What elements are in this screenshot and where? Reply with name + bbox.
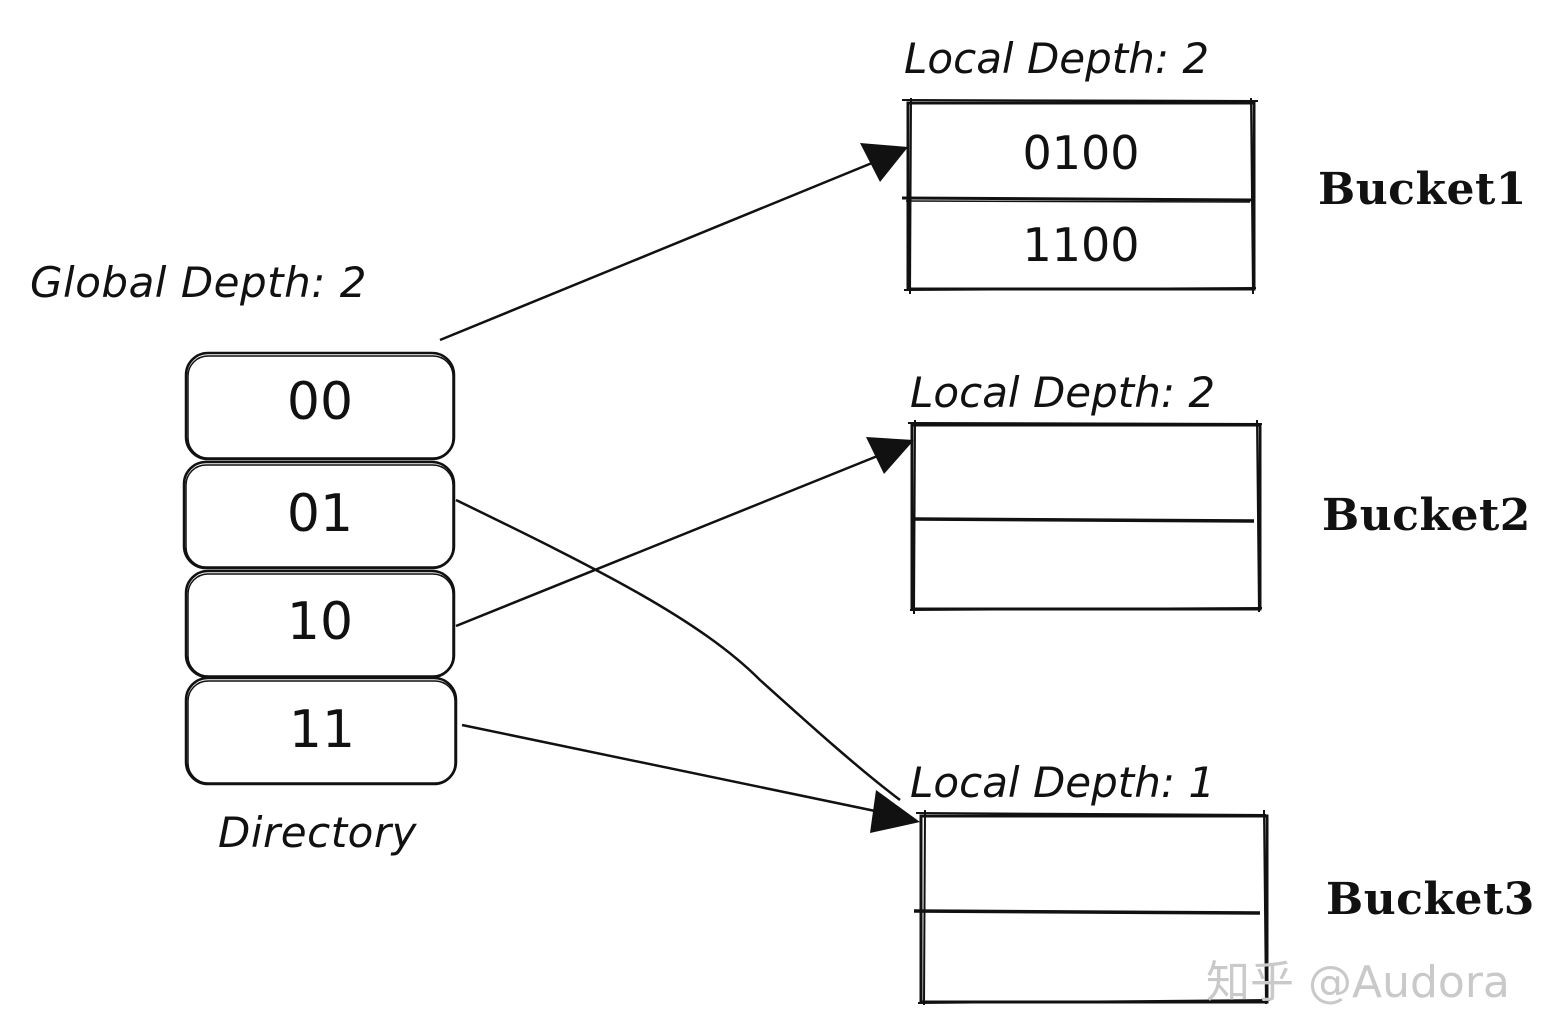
edge-01-to-bucket3 <box>455 498 901 801</box>
edge-11-to-bucket3 <box>461 723 881 814</box>
bucket3-local-depth: Local Depth: 1 <box>910 758 1216 807</box>
edge-00-to-bucket1 <box>439 161 873 342</box>
directory-cell-11-box <box>184 676 458 786</box>
bucket2-local-depth: Local Depth: 2 <box>910 368 1216 417</box>
directory-cell-10: 10 <box>286 592 354 652</box>
bucket1-name: Bucket1 <box>1318 164 1527 215</box>
edge-10-to-bucket2 <box>455 453 881 628</box>
arrowhead-bucket2 <box>866 437 914 474</box>
directory-cell-00: 00 <box>286 372 354 432</box>
directory-label: Directory <box>218 808 417 857</box>
arrowhead-bucket1 <box>860 143 908 182</box>
bucket2-name: Bucket2 <box>1322 490 1531 541</box>
bucket2-box <box>907 419 1263 615</box>
directory-cell-01-box <box>182 460 456 570</box>
global-depth-label: Global Depth: 2 <box>30 258 367 307</box>
directory-cell-11: 11 <box>288 700 356 760</box>
bucket1-slot-1: 0100 <box>1022 126 1140 180</box>
bucket1-slot-2: 1100 <box>1022 218 1140 272</box>
bucket1-box <box>901 97 1259 295</box>
directory-cell-01: 01 <box>286 484 354 544</box>
arrowhead-bucket3 <box>870 790 920 833</box>
bucket1-local-depth: Local Depth: 2 <box>904 34 1210 83</box>
bucket3-name: Bucket3 <box>1326 874 1535 925</box>
directory-cell-00-box <box>184 351 456 461</box>
bucket3-box <box>913 809 1271 1006</box>
watermark: 知乎 @Audora <box>1206 957 1510 1008</box>
